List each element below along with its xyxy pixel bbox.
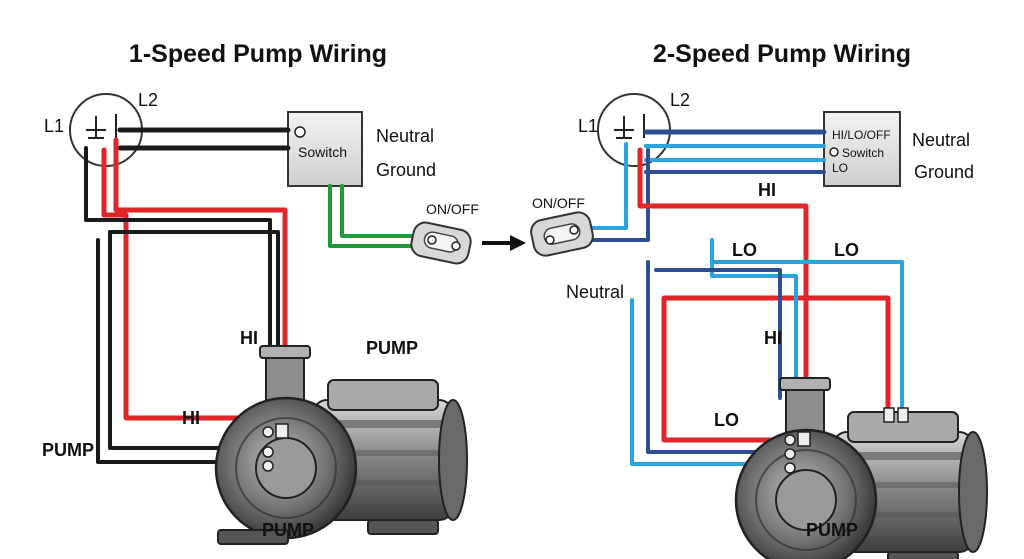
left-pump-bottom-label: PUMP: [262, 520, 314, 540]
left-l1-label: L1: [44, 116, 64, 136]
right-l1-label: L1: [578, 116, 598, 136]
left-wires: [84, 127, 422, 464]
right-switch-line3: LO: [832, 161, 848, 175]
left-title: 1-Speed Pump Wiring: [129, 40, 387, 68]
left-pump-terminals: [262, 423, 289, 472]
right-hi-mid-label: HI: [764, 328, 782, 348]
arrow-right-icon: [482, 235, 526, 251]
left-hi-upper-label: HI: [240, 328, 258, 348]
toggle-switch-icon: [530, 211, 594, 257]
left-ground-label: Ground: [376, 160, 436, 180]
right-pump-bottom-label: PUMP: [806, 520, 858, 540]
pump-icon: [734, 376, 989, 559]
right-switch-line2: Sowitch: [842, 146, 884, 160]
right-neutral-label: Neutral: [912, 130, 970, 150]
left-pump-right-label: PUMP: [366, 338, 418, 358]
left-neutral-label: Neutral: [376, 126, 434, 146]
left-pump-left-label: PUMP: [42, 440, 94, 460]
left-hi-lower-label: HI: [182, 408, 200, 428]
toggle-switch-icon: [410, 221, 472, 265]
right-neutral-left-label: Neutral: [566, 282, 624, 302]
right-wires: [588, 129, 904, 466]
right-lo-left-label: LO: [732, 240, 757, 260]
right-lo-bottom-label: LO: [714, 410, 739, 430]
left-switch-label: Sowitch: [298, 144, 347, 160]
right-hi-top-label: HI: [758, 180, 776, 200]
right-l2-label: L2: [670, 90, 690, 110]
right-switch-line1: HI/LO/OFF: [832, 128, 891, 142]
right-onoff-label: ON/OFF: [532, 195, 585, 211]
right-title: 2-Speed Pump Wiring: [653, 40, 911, 68]
switch-box-icon: [823, 111, 901, 187]
right-ground-label: Ground: [914, 162, 974, 182]
left-onoff-label: ON/OFF: [426, 201, 479, 217]
right-pump-terminals: [784, 407, 909, 474]
right-lo-right-label: LO: [834, 240, 859, 260]
left-l2-label: L2: [138, 90, 158, 110]
pump-icon: [214, 344, 469, 546]
